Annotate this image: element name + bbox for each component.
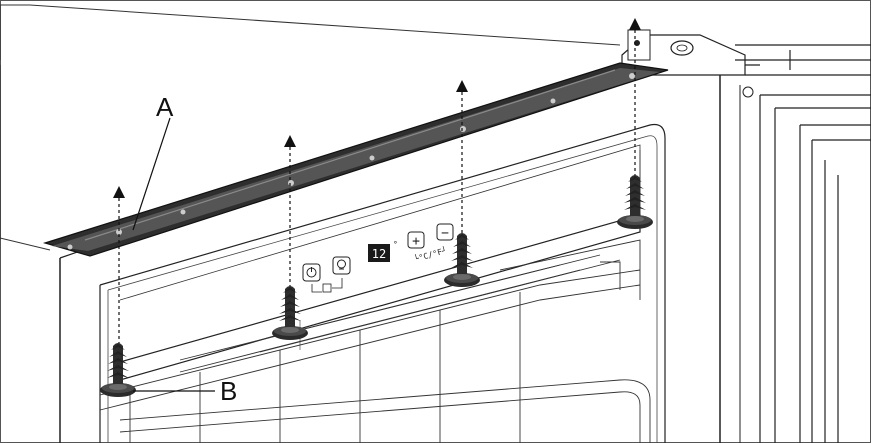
minus-button: − <box>436 223 454 241</box>
guide-arrows <box>113 18 641 198</box>
temperature-value: 12 <box>372 247 386 261</box>
shelves <box>99 239 651 443</box>
callout-b: B <box>220 376 238 406</box>
screw-2 <box>272 286 308 340</box>
arrow-up-icon <box>456 80 468 92</box>
arrow-up-icon <box>629 18 641 30</box>
arrow-up-icon <box>284 135 296 147</box>
lock-bracket <box>311 278 343 293</box>
screw-3 <box>444 233 480 287</box>
svg-text:+[interactable]: + <box>412 234 420 249</box>
screw-1 <box>100 343 136 397</box>
screw-4 <box>617 175 653 229</box>
power-button <box>302 263 321 282</box>
guide-lines <box>118 30 636 350</box>
plus-button: + <box>407 231 425 249</box>
lock-icon <box>322 283 332 293</box>
mounting-strip <box>42 62 669 257</box>
svg-text:−[interactable]: − <box>441 226 449 241</box>
top-surface-edge <box>0 4 621 60</box>
temperature-display <box>368 244 390 262</box>
light-button <box>332 256 351 275</box>
degree-symbol: ° <box>393 240 398 249</box>
arrow-up-icon <box>113 186 125 198</box>
liner-top <box>99 123 666 443</box>
callout-a: A <box>156 92 174 122</box>
door <box>735 44 871 443</box>
leader-a <box>132 117 171 231</box>
hinge-bracket <box>621 29 754 98</box>
